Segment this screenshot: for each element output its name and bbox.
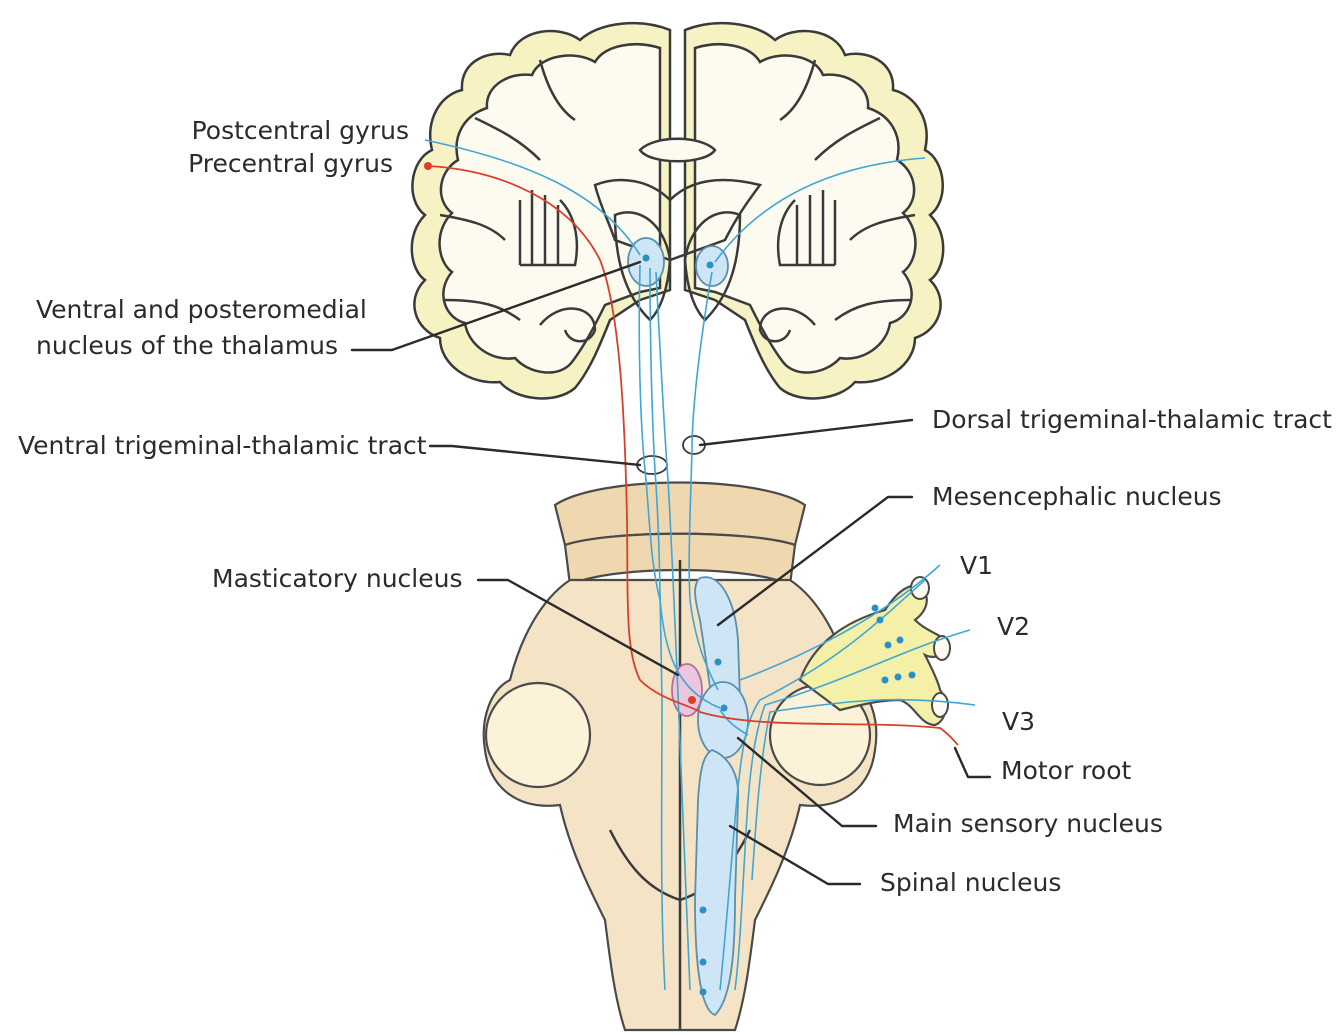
brain-coronal-section	[412, 23, 943, 398]
corpus-callosum	[640, 139, 715, 162]
label-postcentral-gyrus: Postcentral gyrus	[192, 116, 409, 145]
leader-dorsal-tract	[700, 420, 912, 445]
label-thalamus-line2: nucleus of the thalamus	[36, 331, 338, 360]
ventral-tract-ellipse	[637, 456, 667, 474]
label-thalamus-line1: Ventral and posteromedial	[36, 295, 367, 324]
label-masticatory-nucleus: Masticatory nucleus	[212, 564, 462, 593]
label-v3: V3	[1002, 707, 1035, 736]
v3-root-opening	[932, 693, 948, 717]
label-motor-root: Motor root	[1001, 756, 1132, 785]
leader-ventral-tract	[430, 446, 640, 465]
left-cerebellar-peduncle	[486, 683, 590, 787]
label-spinal-nucleus: Spinal nucleus	[880, 868, 1061, 897]
label-ventral-tract: Ventral trigeminal-thalamic tract	[18, 431, 427, 460]
label-dorsal-tract: Dorsal trigeminal-thalamic tract	[932, 405, 1332, 434]
label-precentral-gyrus: Precentral gyrus	[188, 149, 393, 178]
label-v1: V1	[960, 551, 993, 580]
label-main-sensory-nucleus: Main sensory nucleus	[893, 809, 1163, 838]
leader-motor-root	[955, 748, 990, 777]
label-v2: V2	[997, 612, 1030, 641]
v1-root-opening	[911, 577, 929, 599]
label-mesencephalic-nucleus: Mesencephalic nucleus	[932, 482, 1222, 511]
